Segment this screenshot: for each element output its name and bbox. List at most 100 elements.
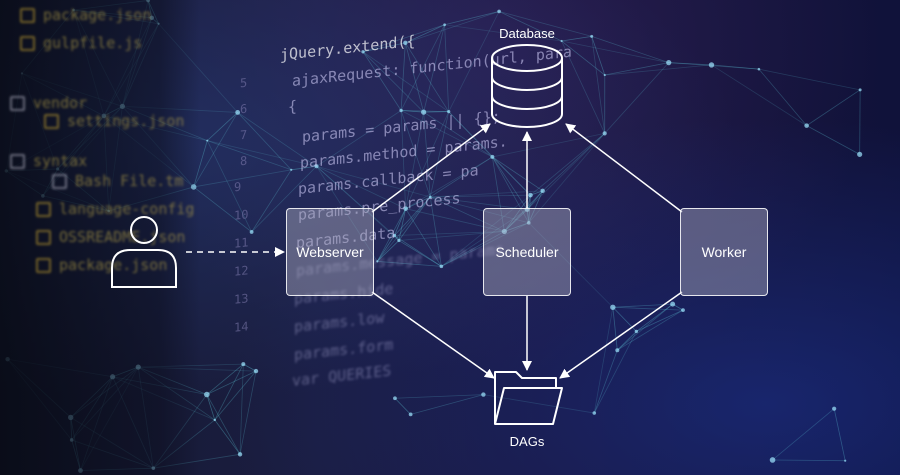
network-line	[448, 111, 493, 158]
network-line	[400, 110, 407, 209]
network-node-dot	[253, 368, 259, 374]
network-line	[405, 196, 431, 210]
network-line	[444, 24, 450, 112]
network-node-dot	[681, 308, 685, 312]
network-line	[207, 140, 292, 171]
network-node-dot	[603, 73, 606, 77]
network-line	[394, 397, 411, 415]
network-node-dot	[526, 221, 531, 225]
webserver-label: Webserver	[296, 244, 364, 260]
network-line	[251, 165, 317, 233]
network-node-dot	[592, 411, 597, 415]
webserver-to-database-arrow	[371, 123, 491, 213]
network-line	[251, 169, 292, 233]
network-line	[291, 165, 317, 171]
network-line	[237, 112, 292, 171]
network-line	[376, 235, 395, 262]
network-line	[377, 196, 431, 262]
network-line	[441, 231, 505, 267]
network-node-dot	[501, 228, 507, 235]
network-node-dot	[241, 362, 246, 367]
network-line	[193, 186, 252, 233]
network-line	[448, 11, 500, 112]
network-line	[316, 165, 406, 210]
network-line	[492, 156, 528, 210]
network-line	[206, 394, 216, 421]
network-line	[193, 169, 292, 188]
network-line	[441, 194, 531, 267]
network-line	[214, 419, 241, 455]
network-line	[492, 133, 605, 158]
folder-icon	[494, 371, 563, 425]
file-icon	[20, 8, 35, 23]
network-node-dot	[769, 457, 776, 463]
worker-label: Worker	[701, 244, 747, 260]
file-tree-item: package.json	[20, 6, 151, 24]
network-node-dot	[249, 230, 254, 234]
network-line	[636, 303, 673, 332]
network-line	[448, 111, 531, 196]
network-line	[377, 260, 442, 267]
network-line	[394, 394, 484, 399]
scheduler-label: Scheduler	[495, 244, 559, 260]
network-line	[806, 125, 860, 155]
file-tree-item: package.json	[36, 256, 167, 274]
network-node-dot	[708, 62, 715, 68]
webserver-to-dags-arrow	[371, 291, 495, 379]
network-line	[400, 24, 445, 111]
network-line	[239, 371, 257, 455]
network-node-dot	[206, 139, 209, 142]
network-node-dot	[235, 110, 241, 115]
network-line	[498, 11, 562, 42]
network-line	[561, 40, 606, 76]
network-node-dot	[615, 348, 620, 353]
network-line	[423, 112, 431, 197]
network-line	[504, 190, 543, 232]
network-line	[316, 110, 402, 167]
network-line	[492, 156, 543, 192]
network-line	[430, 156, 493, 198]
file-icon	[20, 36, 35, 51]
network-line	[405, 156, 493, 210]
network-node-dot	[361, 50, 365, 54]
network-line	[404, 42, 425, 113]
network-node-dot	[403, 206, 408, 211]
network-line	[400, 110, 431, 198]
network-line	[561, 35, 592, 42]
network-line	[214, 370, 257, 421]
file-icon	[52, 174, 67, 189]
network-line	[394, 231, 505, 236]
network-line	[430, 190, 543, 198]
network-line	[206, 363, 244, 395]
file-tree-item: settings.json	[44, 112, 184, 130]
network-line	[362, 24, 445, 53]
network-node-dot	[670, 301, 676, 307]
network-line	[498, 11, 592, 37]
network-line	[423, 24, 446, 113]
network-line	[206, 370, 257, 395]
network-line	[316, 166, 378, 262]
network-node-dot	[237, 452, 243, 457]
network-node-dot	[392, 233, 397, 238]
network-line	[444, 24, 562, 42]
network-line	[398, 196, 431, 241]
network-node-dot	[428, 195, 432, 199]
network-node-dot	[634, 329, 639, 334]
network-node-dot	[857, 151, 863, 157]
network-line	[491, 156, 505, 232]
network-line	[528, 190, 544, 223]
network-line	[362, 42, 406, 53]
network-line	[833, 408, 846, 461]
network-line	[362, 51, 424, 113]
network-line	[405, 208, 505, 232]
network-node-dot	[844, 459, 847, 462]
network-node-dot	[757, 67, 761, 71]
network-line	[423, 111, 493, 158]
file-icon	[44, 114, 59, 129]
file-tree-item: Bash File.tm	[52, 172, 183, 190]
network-line	[504, 209, 528, 232]
network-line	[526, 133, 605, 210]
network-line	[444, 11, 500, 26]
network-line	[193, 112, 238, 188]
network-line	[617, 303, 673, 351]
